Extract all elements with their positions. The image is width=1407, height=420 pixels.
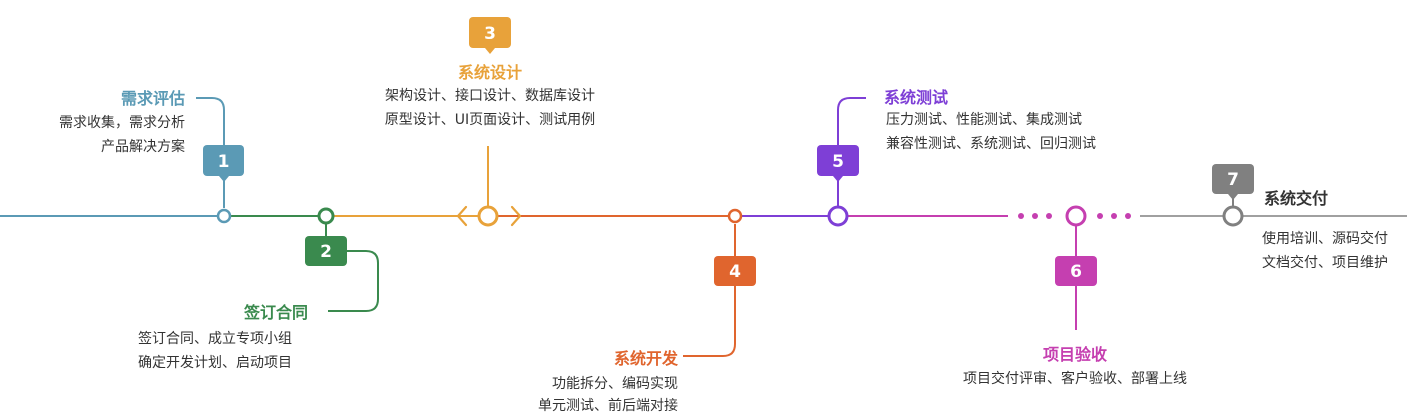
step-4-title: 系统开发 — [613, 349, 678, 368]
node-step-2 — [317, 207, 335, 225]
step-3-desc-line-2: 原型设计、UI页面设计、测试用例 — [384, 112, 596, 128]
step-1-desc-line-2: 产品解决方案 — [101, 139, 185, 155]
node-step-3 — [477, 205, 499, 227]
connector-step-1 — [196, 97, 225, 208]
badge-step-5: 5 — [817, 145, 859, 182]
step-5-title: 系统测试 — [884, 88, 949, 107]
timeline-dot — [1018, 213, 1024, 219]
step-5-desc-line-2: 兼容性测试、系统测试、回归测试 — [886, 136, 1096, 152]
badge-number-6: 6 — [1070, 262, 1082, 282]
step-2-desc-line-1: 签订合同、成立专项小组 — [138, 331, 292, 347]
step-6-title: 项目验收 — [1042, 345, 1108, 364]
step-6-desc-line-1: 项目交付评审、客户验收、部署上线 — [963, 371, 1187, 387]
badge-number-7: 7 — [1227, 170, 1239, 190]
badge-number-3: 3 — [484, 24, 496, 44]
badge-step-3: 3 — [469, 17, 511, 54]
badge-step-1: 1 — [203, 145, 244, 182]
timeline-dot — [1032, 213, 1038, 219]
step-7-desc-line-1: 使用培训、源码交付 — [1262, 231, 1388, 247]
timeline-dot — [1125, 213, 1131, 219]
step-3-desc-line-1: 架构设计、接口设计、数据库设计 — [385, 88, 595, 104]
badge-number-5: 5 — [832, 152, 844, 172]
badge-step-7: 7 — [1212, 164, 1254, 200]
timeline-dot — [1097, 213, 1103, 219]
step-4-desc-line-2: 单元测试、前后端对接 — [538, 398, 678, 414]
node-step-4 — [727, 208, 743, 224]
step-2-title: 签订合同 — [244, 303, 309, 322]
chevron-left-icon — [456, 205, 468, 227]
connector-step-5 — [837, 97, 866, 206]
step-7-desc-line-2: 文档交付、项目维护 — [1262, 255, 1388, 271]
connector-step-4 — [683, 224, 736, 357]
badge-step-6: 6 — [1055, 256, 1097, 286]
timeline-dot — [1111, 213, 1117, 219]
timeline-dot — [1046, 213, 1052, 219]
connector-step-2-hook — [328, 250, 379, 312]
node-step-7 — [1222, 205, 1244, 227]
step-1-title: 需求评估 — [120, 89, 185, 108]
step-1-desc-line-1: 需求收集，需求分析 — [59, 115, 185, 131]
step-4-desc-line-1: 功能拆分、编码实现 — [552, 376, 678, 392]
node-step-1 — [216, 208, 232, 224]
step-3-title: 系统设计 — [457, 63, 523, 82]
badge-number-4: 4 — [729, 262, 741, 282]
node-step-6 — [1065, 205, 1087, 227]
step-7-title: 系统交付 — [1264, 189, 1329, 208]
badge-step-4: 4 — [714, 256, 756, 286]
badge-number-2: 2 — [320, 242, 332, 262]
badge-number-1: 1 — [218, 152, 230, 172]
chevron-right-icon — [510, 205, 522, 227]
step-5-desc-line-1: 压力测试、性能测试、集成测试 — [886, 112, 1082, 128]
step-2-desc-line-2: 确定开发计划、启动项目 — [138, 355, 292, 371]
badge-step-2: 2 — [305, 236, 347, 266]
node-step-5 — [827, 205, 849, 227]
